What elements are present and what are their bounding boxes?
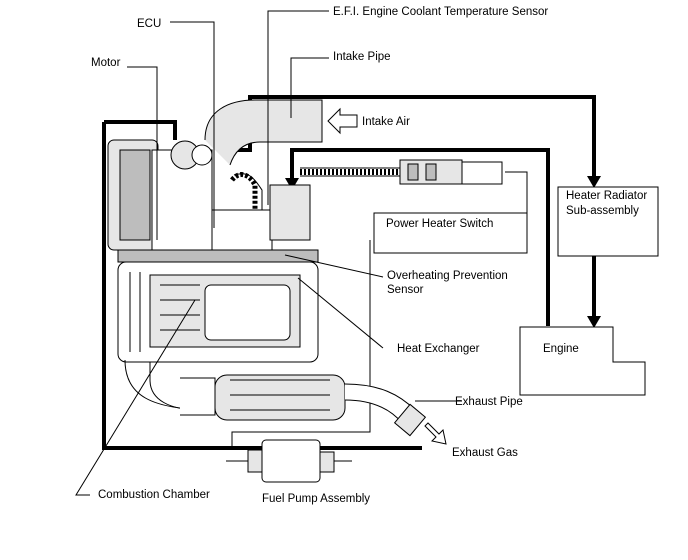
- fuel-pump: [226, 439, 352, 483]
- leader-lines: [75, 10, 462, 496]
- arrow-down-icon: [285, 178, 299, 190]
- coolant-line-to-radiator: [228, 95, 596, 184]
- arrow-down-right-icon: [424, 422, 447, 445]
- combustion-chamber-label: Combustion Chamber: [98, 489, 210, 501]
- overheating-sensor-sublabel: Sensor: [387, 284, 424, 296]
- engine-box: [519, 326, 646, 396]
- exhaust-muffler: [180, 374, 427, 437]
- intake-pipe: [204, 99, 323, 240]
- arrow-left-icon: [327, 107, 358, 135]
- arrow-down-icon: [587, 176, 601, 188]
- power-heater-switch-label: Power Heater Switch: [386, 218, 493, 230]
- coolant-return-line: [290, 148, 550, 326]
- exhaust-pipe-label: Exhaust Pipe: [455, 396, 523, 408]
- heater-unit: [107, 139, 319, 411]
- ecu-label: ECU: [137, 18, 161, 30]
- heat-exchanger-label: Heat Exchanger: [397, 343, 480, 355]
- power-heater-switch-box: [373, 212, 528, 254]
- heater-radiator-box: [557, 186, 659, 257]
- intake-pipe-label: Intake Pipe: [333, 51, 391, 63]
- exhaust-gas-label: Exhaust Gas: [452, 447, 518, 459]
- engine-label: Engine: [543, 343, 579, 355]
- efi-sensor-connector: [300, 159, 503, 185]
- ground-wire: [231, 240, 371, 448]
- motor-label: Motor: [91, 57, 121, 69]
- heater-radiator-label: Heater Radiator: [566, 190, 647, 202]
- heater-radiator-sublabel: Sub-assembly: [566, 205, 639, 217]
- overheating-sensor-label: Overheating Prevention: [387, 270, 508, 282]
- intake-air-label: Intake Air: [362, 116, 410, 128]
- arrow-down-icon: [587, 316, 601, 328]
- fuel-pump-label: Fuel Pump Assembly: [262, 493, 370, 505]
- efi-sensor-label: E.F.I. Engine Coolant Temperature Sensor: [333, 6, 548, 18]
